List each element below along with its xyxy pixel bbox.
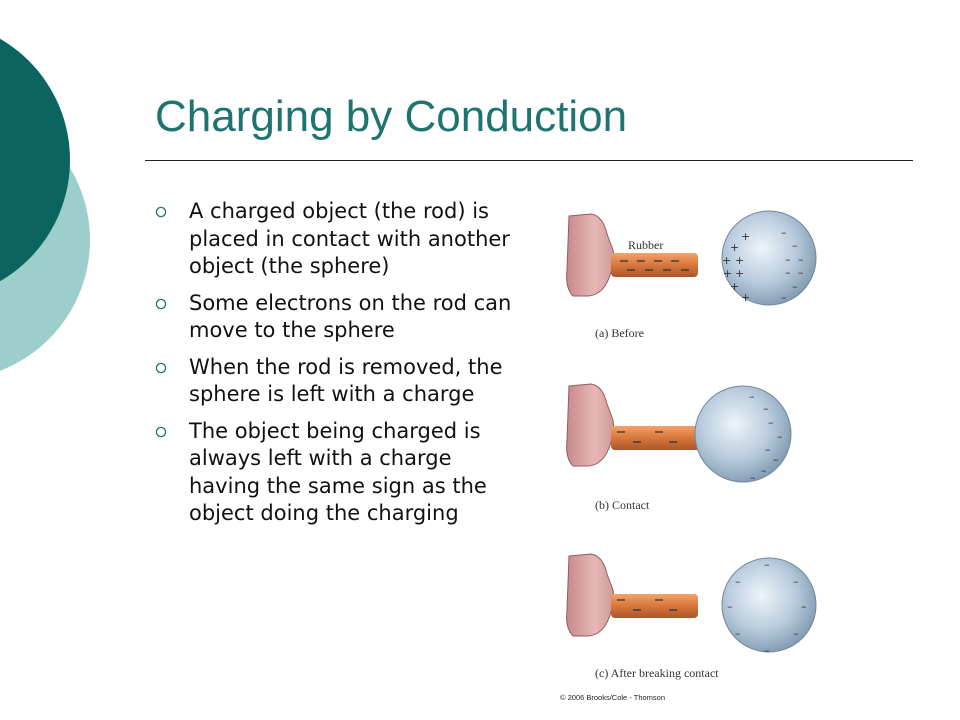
bullet-item: When the rod is removed, the sphere is l… <box>155 354 515 409</box>
rod-charges <box>617 431 677 443</box>
sphere-charges: –––– –––– <box>749 390 783 484</box>
panel-contact: –––– –––– (b) Contact <box>566 383 792 512</box>
bullet-item: A charged object (the rod) is placed in … <box>155 198 515 281</box>
svg-text:–: – <box>750 471 756 484</box>
svg-text:–: – <box>735 575 741 588</box>
svg-text:–: – <box>781 291 787 304</box>
svg-text:–: – <box>793 575 799 588</box>
svg-text:–: – <box>792 239 798 252</box>
svg-text:–: – <box>785 266 791 279</box>
panel-before: Rubber ++++ ++++ –––– –––– (a) Before <box>566 210 817 340</box>
svg-text:–: – <box>773 453 779 466</box>
svg-text:+: + <box>735 254 744 267</box>
svg-text:–: – <box>798 266 804 279</box>
deco-dark-circle <box>0 38 70 282</box>
caption-before: (a) Before <box>595 326 644 340</box>
svg-text:–: – <box>727 600 733 613</box>
svg-text:+: + <box>741 291 750 304</box>
svg-text:+: + <box>741 230 750 243</box>
sphere-charges: ++++ ++++ –––– –––– <box>722 226 804 304</box>
conduction-figure: Rubber ++++ ++++ –––– –––– (a) Before ––… <box>566 210 817 680</box>
bullet-circle-icon <box>155 206 167 218</box>
svg-text:+: + <box>730 241 739 254</box>
svg-text:–: – <box>785 253 791 266</box>
svg-text:–: – <box>735 627 741 640</box>
bullet-text: Some electrons on the rod can move to th… <box>189 290 512 343</box>
rubber-rod <box>611 594 698 618</box>
hand-icon <box>566 213 614 297</box>
figure-copyright: © 2006 Brooks/Cole - Thomson <box>560 693 666 702</box>
svg-text:–: – <box>801 600 807 613</box>
bullet-item: The object being charged is always left … <box>155 418 515 528</box>
panel-after: –––– –––– (c) After breaking contact <box>566 553 817 680</box>
svg-text:–: – <box>792 280 798 293</box>
svg-text:–: – <box>761 464 767 477</box>
bullet-circle-icon <box>155 298 167 309</box>
title-divider <box>145 160 913 161</box>
svg-text:–: – <box>781 226 787 239</box>
caption-after: (c) After breaking contact <box>595 666 719 680</box>
svg-text:–: – <box>798 253 804 266</box>
svg-text:+: + <box>723 267 732 280</box>
rubber-rod <box>611 426 707 450</box>
sphere <box>721 557 817 653</box>
decorative-circles <box>0 38 90 371</box>
svg-text:+: + <box>722 254 731 267</box>
svg-text:–: – <box>768 416 774 429</box>
caption-contact: (b) Contact <box>595 498 650 512</box>
svg-text:+: + <box>735 267 744 280</box>
svg-text:–: – <box>749 390 755 403</box>
svg-text:–: – <box>764 644 770 657</box>
svg-text:–: – <box>763 402 769 415</box>
svg-text:+: + <box>730 280 739 293</box>
bullet-circle-icon <box>155 362 167 373</box>
slide-title: Charging by Conduction <box>155 92 628 141</box>
svg-text:–: – <box>764 558 770 571</box>
rod-charges <box>620 260 689 271</box>
svg-text:–: – <box>793 627 799 640</box>
svg-text:–: – <box>765 443 771 456</box>
svg-text:–: – <box>777 430 783 443</box>
sphere-charges: –––– –––– <box>727 558 807 657</box>
bullet-text: When the rod is removed, the sphere is l… <box>189 354 503 407</box>
sphere <box>694 385 792 483</box>
bullet-text: The object being charged is always left … <box>189 418 487 526</box>
bullet-list: A charged object (the rod) is placed in … <box>155 198 515 537</box>
bullet-item: Some electrons on the rod can move to th… <box>155 290 515 345</box>
hand-icon <box>566 553 614 637</box>
rod-label: Rubber <box>628 238 663 252</box>
rod-charges <box>617 599 677 611</box>
rubber-rod <box>611 253 698 277</box>
sphere <box>721 210 817 306</box>
bullet-text: A charged object (the rod) is placed in … <box>189 199 510 278</box>
hand-icon <box>566 383 614 467</box>
bullet-circle-icon <box>155 426 167 437</box>
